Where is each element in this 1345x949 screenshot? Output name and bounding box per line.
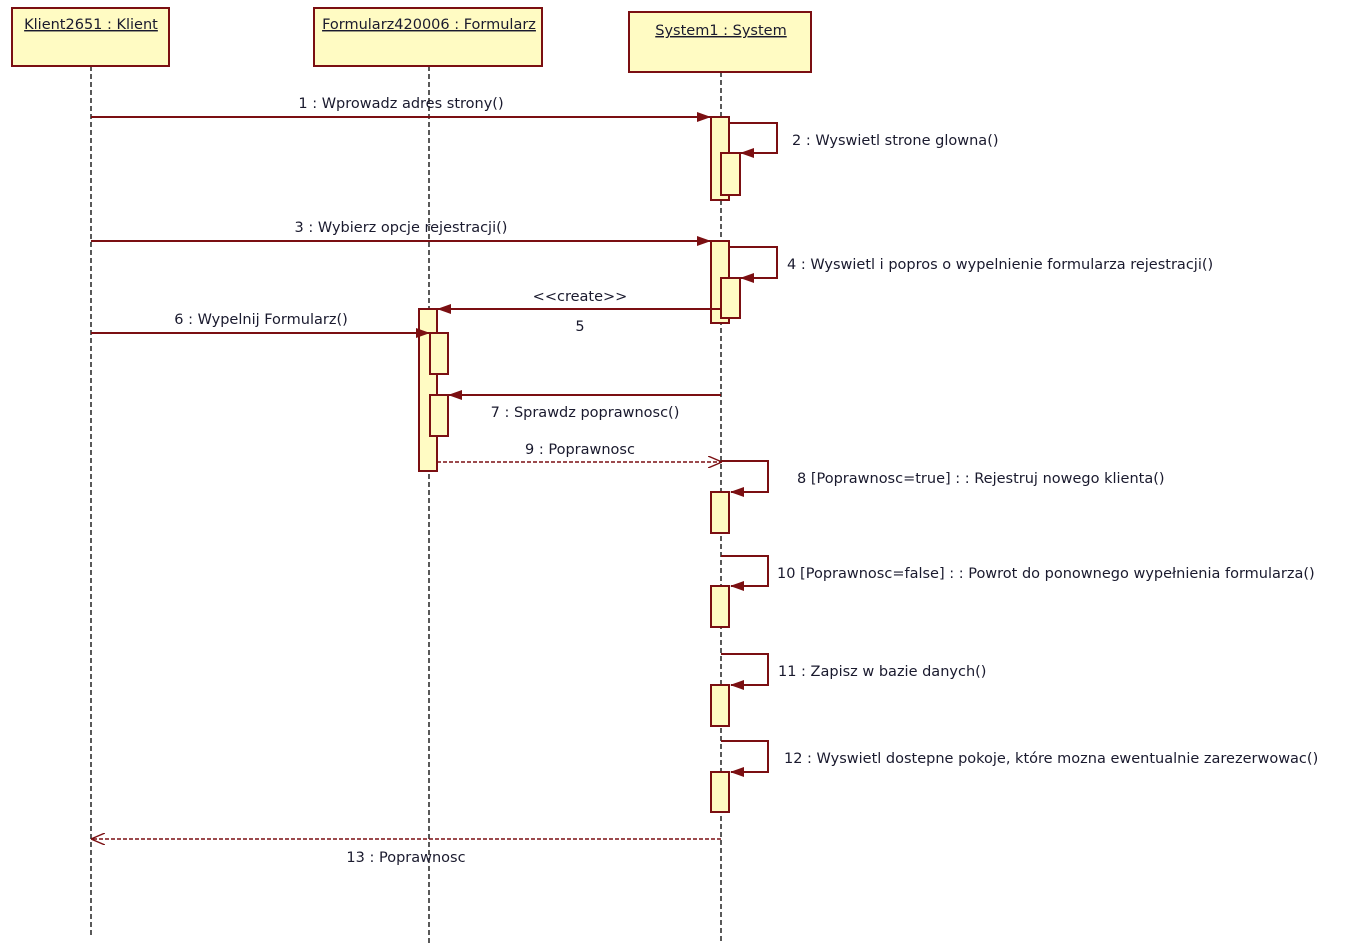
message-label: 12 : Wyswietl dostepne pokoje, które moz… (784, 751, 1318, 767)
message-8[interactable]: 8 [Poprawnosc=true] : : Rejestruj nowego… (721, 460, 1165, 497)
participant-klient[interactable]: Klient2651 : Klient (11, 7, 170, 67)
message-label: 7 : Sprawdz poprawnosc() (491, 405, 680, 421)
message-2[interactable]: 2 : Wyswietl strone glowna() (729, 122, 999, 158)
activation-bar (429, 394, 449, 437)
message-9-return[interactable]: 9 : Poprawnosc (437, 442, 721, 462)
message-4[interactable]: 4 : Wyswietl i popros o wypelnienie form… (729, 246, 1213, 283)
message-sublabel: 5 (575, 319, 584, 335)
message-label: 11 : Zapisz w bazie danych() (778, 664, 986, 680)
participant-formularz-label: Formularz420006 : Formularz (322, 17, 536, 33)
activation-bar (710, 684, 730, 727)
message-5-create[interactable]: <<create>> 5 (437, 289, 721, 335)
message-6[interactable]: 6 : Wypelnij Formularz() (91, 312, 430, 338)
message-label: 2 : Wyswietl strone glowna() (792, 133, 999, 149)
activation-bar (710, 491, 730, 534)
message-label: 13 : Poprawnosc (346, 850, 465, 866)
message-13-return[interactable]: 13 : Poprawnosc (92, 839, 721, 866)
message-label: 6 : Wypelnij Formularz() (174, 312, 348, 328)
message-label: 1 : Wprowadz adres strony() (298, 96, 503, 112)
message-1[interactable]: 1 : Wprowadz adres strony() (91, 96, 711, 122)
activation-bar (720, 152, 741, 196)
message-11[interactable]: 11 : Zapisz w bazie danych() (721, 653, 986, 690)
activation-bar (429, 332, 449, 375)
participant-system[interactable]: System1 : System (628, 11, 812, 73)
message-label: <<create>> (533, 289, 628, 305)
message-10[interactable]: 10 [Poprawnosc=false] : : Powrot do pono… (721, 555, 1315, 591)
message-label: 9 : Poprawnosc (525, 442, 635, 458)
message-label: 10 [Poprawnosc=false] : : Powrot do pono… (777, 566, 1315, 582)
participant-formularz[interactable]: Formularz420006 : Formularz (313, 7, 543, 67)
participant-system-label: System1 : System (655, 23, 786, 39)
message-12[interactable]: 12 : Wyswietl dostepne pokoje, które moz… (721, 740, 1318, 777)
message-7[interactable]: 7 : Sprawdz poprawnosc() (448, 390, 721, 421)
message-label: 8 [Poprawnosc=true] : : Rejestruj nowego… (797, 471, 1165, 487)
activation-bar (720, 277, 741, 319)
message-3[interactable]: 3 : Wybierz opcje rejestracji() (91, 220, 711, 246)
message-label: 4 : Wyswietl i popros o wypelnienie form… (787, 257, 1213, 273)
message-label: 3 : Wybierz opcje rejestracji() (295, 220, 508, 236)
activation-bar (710, 585, 730, 628)
participant-klient-label: Klient2651 : Klient (24, 17, 158, 33)
activation-bar (710, 771, 730, 813)
